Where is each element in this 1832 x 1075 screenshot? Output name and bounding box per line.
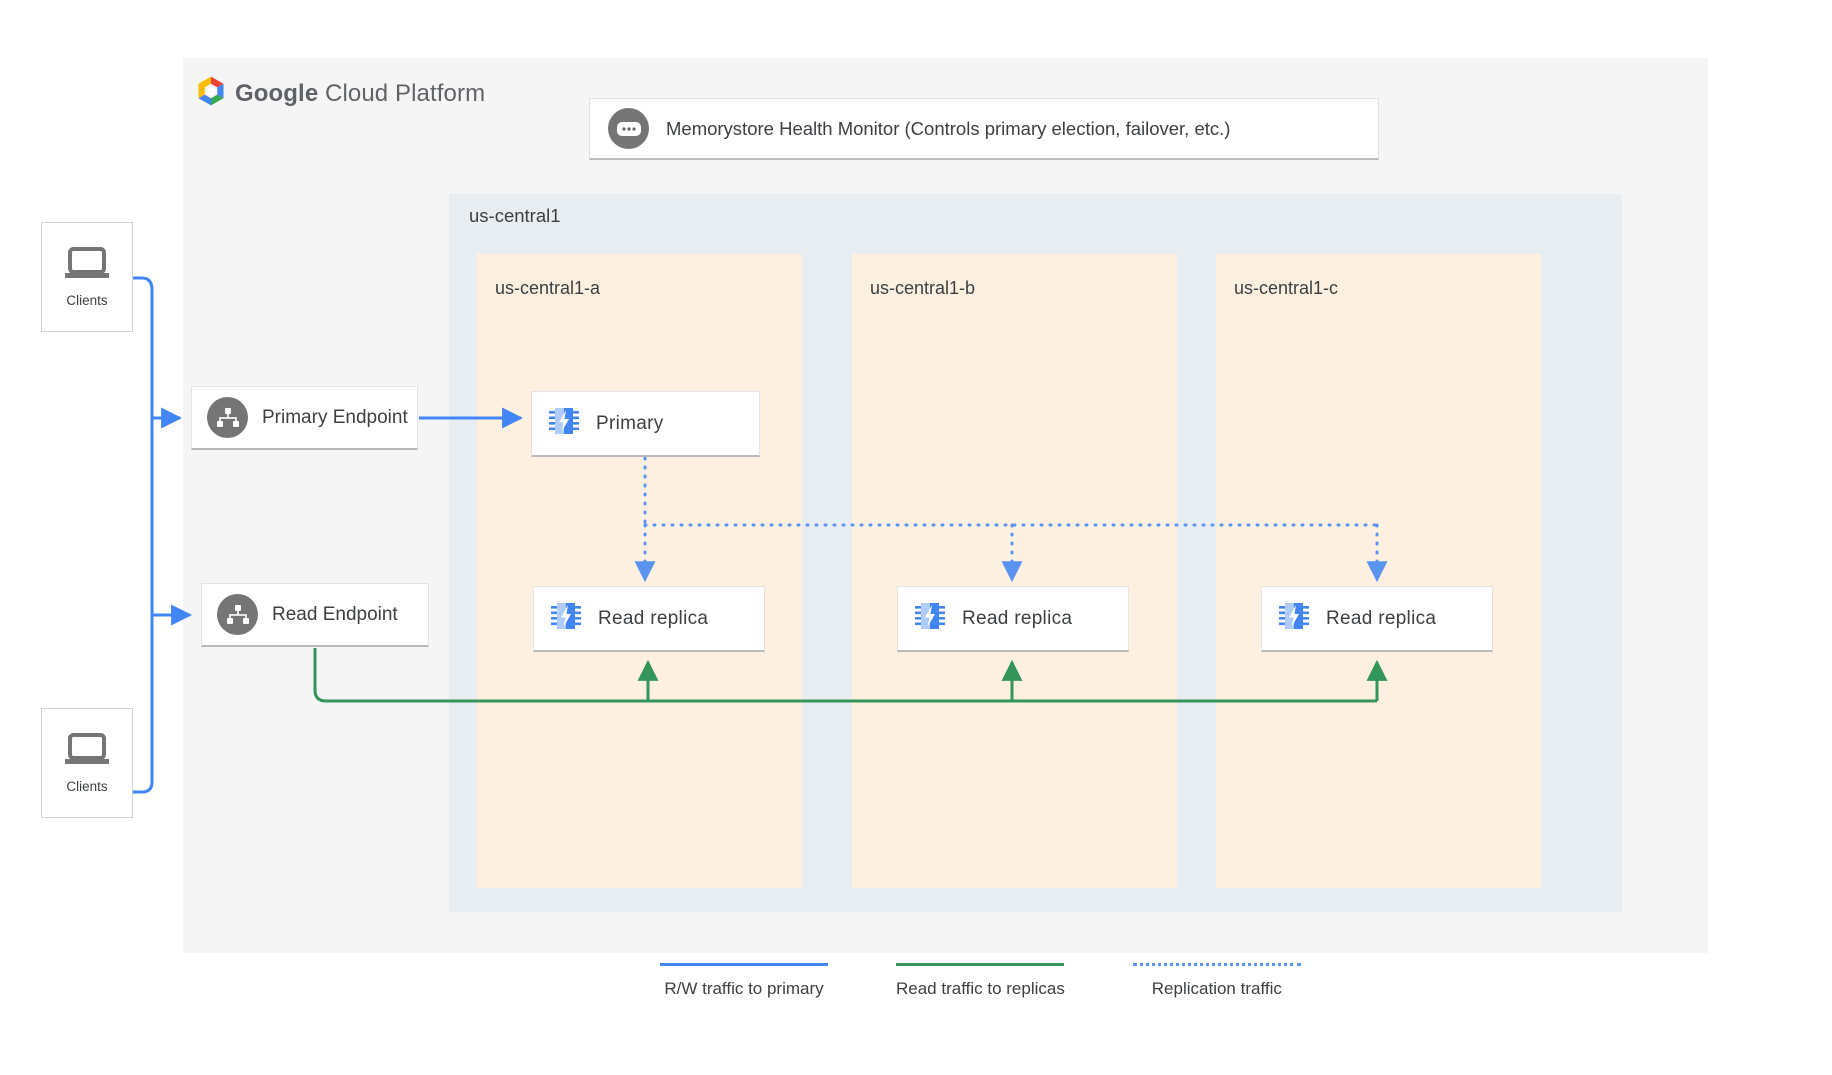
gcp-logo-text: Google Cloud Platform [235,80,485,108]
zone-us-central1-c: us-central1-c [1216,254,1541,888]
endpoint-read[interactable]: Read Endpoint [201,583,429,647]
legend-swatch-rw [660,963,828,966]
memorystore-chip-icon [548,598,584,639]
node-read-replica-a[interactable]: Read replica [533,586,765,652]
health-monitor-icon [608,108,649,149]
health-monitor-card: Memorystore Health Monitor (Controls pri… [589,98,1379,160]
node-read-replica-c-label: Read replica [1326,607,1437,629]
client-box-bottom-label: Clients [66,779,108,794]
zone-label-a: us-central1-a [495,278,601,298]
zone-us-central1-b: us-central1-b [852,254,1177,888]
memorystore-chip-icon [546,403,582,444]
zone-us-central1-a: us-central1-a [477,254,802,888]
node-read-replica-a-label: Read replica [598,607,709,629]
health-monitor-label: Memorystore Health Monitor (Controls pri… [666,117,1231,139]
memorystore-chip-icon [912,598,948,639]
legend-swatch-replication [1132,963,1301,966]
legend-item-read-traffic: Read traffic to replicas [896,963,1065,1033]
gcp-logo-google: Google [235,80,319,107]
legend-swatch-read [896,963,1065,966]
client-box-top[interactable]: Clients [41,222,133,332]
node-primary[interactable]: Primary [531,391,760,457]
network-endpoint-icon [207,397,248,438]
gcp-logo: Google Cloud Platform [196,73,616,115]
zone-label-c: us-central1-c [1234,278,1339,298]
endpoint-primary-label: Primary Endpoint [262,406,408,428]
legend: R/W traffic to primary Read traffic to r… [660,963,1350,1033]
legend-item-rw-traffic: R/W traffic to primary [660,963,828,1033]
wire-clients-to-endpoints [133,276,193,794]
endpoint-read-label: Read Endpoint [272,603,398,625]
node-read-replica-c[interactable]: Read replica [1261,586,1493,652]
legend-label-read: Read traffic to replicas [896,979,1065,998]
legend-label-rw: R/W traffic to primary [664,979,824,998]
node-primary-label: Primary [596,412,664,434]
region-label: us-central1 [469,205,561,226]
client-box-bottom[interactable]: Clients [41,708,133,818]
legend-label-replication: Replication traffic [1151,979,1282,998]
google-cloud-hexagon-logo-icon [196,75,226,113]
node-read-replica-b-label: Read replica [962,607,1073,629]
client-box-top-label: Clients [66,293,108,308]
memorystore-chip-icon [1276,598,1312,639]
endpoint-primary[interactable]: Primary Endpoint [191,386,418,450]
laptop-icon [64,246,110,285]
zone-label-b: us-central1-b [870,278,976,298]
laptop-icon [64,732,110,771]
node-read-replica-b[interactable]: Read replica [897,586,1129,652]
legend-item-replication-traffic: Replication traffic [1132,963,1301,1033]
network-endpoint-icon [217,594,258,635]
gcp-logo-cloud-platform: Cloud Platform [318,80,486,107]
